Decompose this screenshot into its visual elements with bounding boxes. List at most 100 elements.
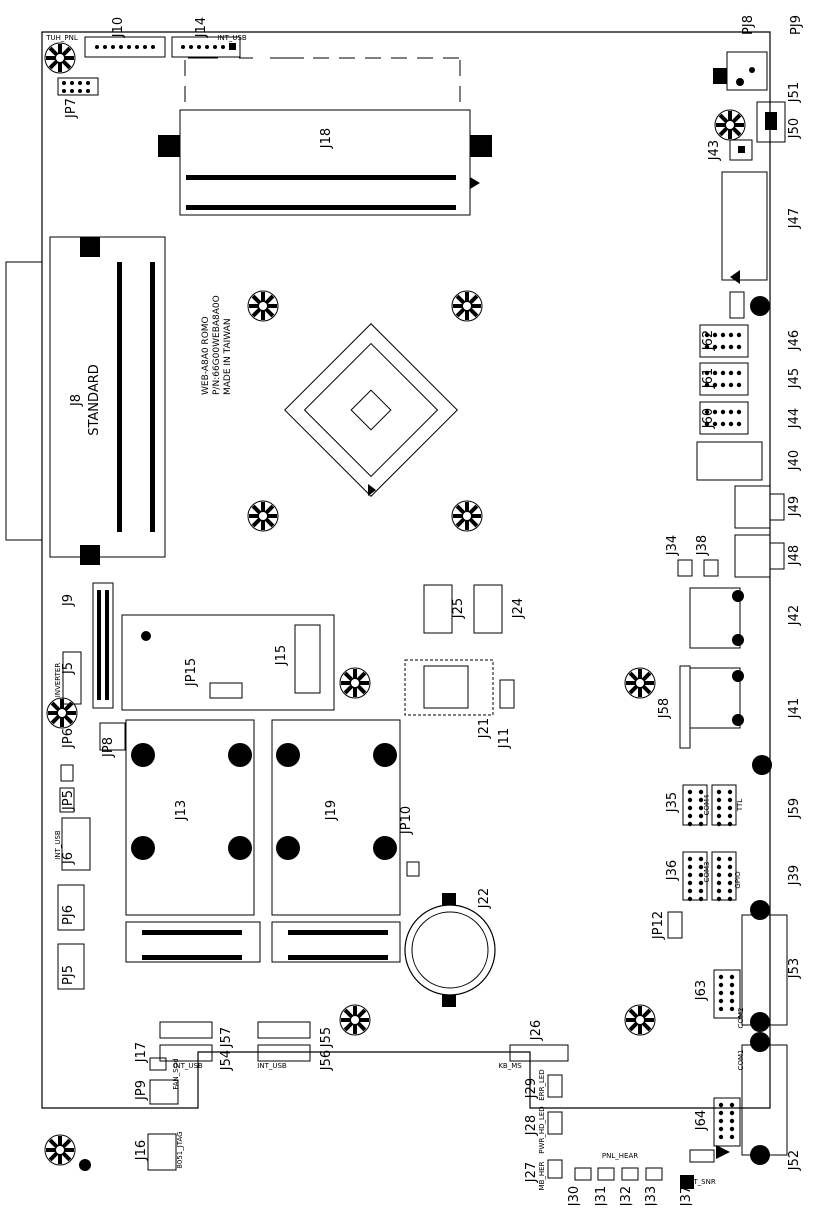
header-pin	[729, 974, 735, 980]
j13-minipcie	[125, 719, 255, 916]
header-pin	[687, 888, 693, 894]
connector-label-j45: J45	[787, 368, 802, 389]
int-usb-j54-label: INT_USB	[173, 1062, 203, 1070]
j8-latch-top	[80, 237, 100, 257]
j8-sodimm-outline	[5, 261, 42, 541]
connector-label-j6: J6	[61, 852, 76, 865]
board-outline	[41, 31, 771, 1109]
j40-connector	[696, 441, 763, 481]
header-pin	[729, 990, 735, 996]
pj5-power	[57, 943, 85, 990]
header-pin	[704, 332, 710, 338]
header-pin	[729, 1134, 735, 1140]
header-pin	[720, 421, 726, 427]
gpio-label: GPIO	[734, 871, 742, 889]
header-pin	[712, 382, 718, 388]
model-line-3: MADE IN TAIWAN	[223, 318, 233, 395]
header-pin	[727, 805, 733, 811]
connector-label-j13: J13	[174, 800, 189, 821]
connector-label-j48: J48	[787, 545, 802, 566]
j33-header	[645, 1167, 663, 1181]
connector-label-j43: J43	[707, 140, 722, 161]
j18-pin-row-2	[186, 205, 456, 210]
connector-label-j36: J36	[665, 860, 680, 881]
header-pin	[704, 370, 710, 376]
header-pin	[720, 332, 726, 338]
model-text: WEB-A8A0 ROMO P/N:66G00WEBA8A0O MADE IN …	[201, 295, 233, 395]
j49-usb	[734, 485, 771, 529]
header-pin	[729, 1102, 735, 1108]
header-pin	[718, 1110, 724, 1116]
pwr-hd-led-label: PWR_HD_LED	[538, 1106, 546, 1153]
header-pin	[712, 409, 718, 415]
connector-label-j40: J40	[787, 450, 802, 471]
header-pin	[716, 856, 722, 862]
header-pin	[720, 370, 726, 376]
jp9-jumper	[149, 1079, 179, 1105]
j8-pin-row-2	[150, 262, 155, 532]
connector-label-jp10: JP10	[399, 806, 414, 835]
daughter-board-area	[121, 614, 335, 711]
header-pin	[687, 880, 693, 886]
connector-label-j8: J8	[69, 394, 84, 407]
j53-db9	[741, 914, 788, 1026]
header-pin	[718, 998, 724, 1004]
header-pin	[718, 990, 724, 996]
header-pin	[698, 872, 704, 878]
header-pin	[716, 789, 722, 795]
header-pin	[736, 409, 742, 415]
jtag-label: 8051_JTAG	[176, 1131, 184, 1168]
pj8-power-jack	[726, 51, 768, 91]
connector-label-j37: J37	[679, 1186, 694, 1205]
connector-label-j55: J55	[319, 1027, 334, 1048]
header-pin	[716, 896, 722, 902]
header-pin	[718, 1118, 724, 1124]
header-pin	[736, 382, 742, 388]
j19-minipcie	[271, 719, 401, 916]
j64-header	[713, 1097, 741, 1147]
connector-label-j39: J39	[787, 865, 802, 886]
header-pin	[698, 821, 704, 827]
header-pin	[712, 370, 718, 376]
j25-connector	[423, 584, 453, 634]
fan-sod-label: FAN_SOd	[172, 1058, 180, 1089]
j22-battery	[404, 904, 496, 996]
connector-label-j51: J51	[787, 82, 802, 103]
header-pin	[736, 344, 742, 350]
header-pin	[712, 421, 718, 427]
j14-header	[171, 36, 241, 58]
connector-label-j33: J33	[644, 1186, 659, 1205]
j11-header	[499, 679, 515, 709]
header-pin	[698, 797, 704, 803]
header-pin	[698, 813, 704, 819]
header-pin	[712, 332, 718, 338]
j39-header	[711, 851, 737, 901]
header-pin	[728, 409, 734, 415]
j34-header	[677, 559, 693, 577]
jp10-jumper	[406, 861, 420, 877]
header-pin	[687, 872, 693, 878]
header-pin	[736, 332, 742, 338]
connector-label-j59: J59	[787, 798, 802, 819]
int-usb-j6-label: INT_USB	[54, 830, 62, 860]
tuh-pnl-label: TUH_PNL	[45, 34, 78, 42]
cpu-socket	[284, 323, 458, 497]
mounting-hole	[44, 42, 76, 74]
j63-header	[713, 969, 741, 1019]
header-pin	[729, 1110, 735, 1116]
connector-label-pj9: PJ9	[789, 15, 804, 35]
connector-label-j44: J44	[787, 408, 802, 429]
mounting-hole	[46, 697, 78, 729]
j8-socket	[49, 236, 166, 558]
jp6-jumper	[60, 764, 74, 782]
j31-header	[597, 1167, 615, 1181]
connector-label-j19: J19	[324, 800, 339, 821]
connector-label-j10: J10	[111, 17, 126, 38]
jp8-jumper	[99, 722, 126, 751]
connector-label-j32: J32	[619, 1186, 634, 1205]
connector-label-j26: J26	[529, 1020, 544, 1041]
mounting-hole	[339, 1004, 371, 1036]
connector-label-j11: J11	[497, 728, 512, 749]
header-pin	[727, 888, 733, 894]
